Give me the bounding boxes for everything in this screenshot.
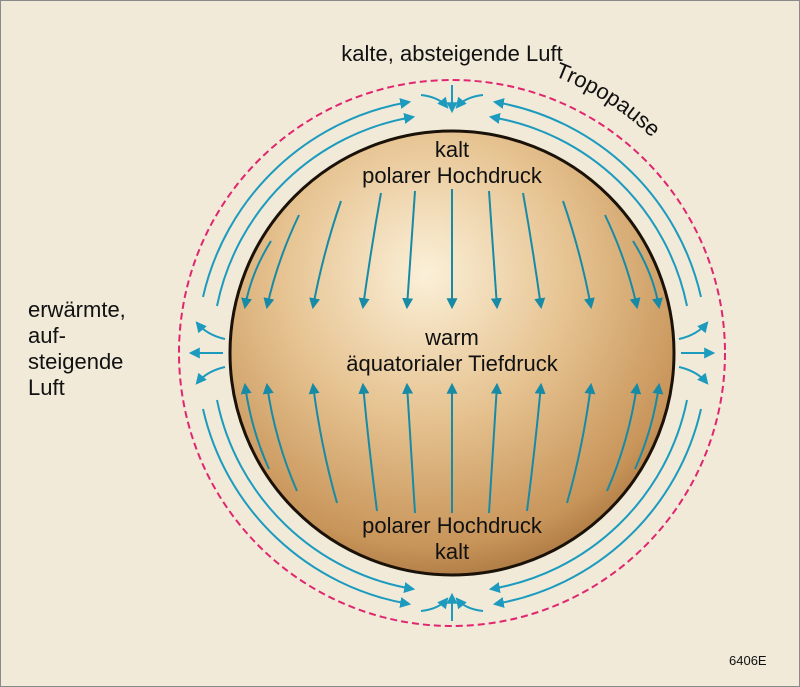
tropopause-circle: [178, 79, 726, 627]
surface-arrow-n-l5: [241, 240, 272, 310]
surface-arrow-n-r2: [522, 192, 546, 310]
south-temperature-label: kalt: [434, 539, 470, 564]
south-converge-right: [455, 597, 484, 612]
upper-arrow-l-n-outer: [202, 98, 412, 298]
left-label-line-1: erwärmte,: [28, 297, 126, 322]
surface-arrow-s-l2: [358, 382, 378, 512]
left-rising-down: [195, 366, 226, 385]
surface-arrow-n-r3: [562, 200, 595, 310]
left-label-line-4: Luft: [28, 375, 65, 400]
globe: [228, 129, 676, 577]
surface-arrow-n-l3: [309, 200, 342, 310]
rising-arrows: [188, 321, 716, 385]
right-rising-down: [678, 366, 709, 385]
south-converge-left: [420, 597, 449, 612]
upper-arrow-l-n-inner: [216, 113, 416, 307]
surface-arrow-n-r4: [604, 214, 641, 310]
upper-arrow-l-s-outer: [202, 408, 412, 608]
left-rising-up: [195, 321, 226, 340]
surface-arrow-s-r1: [488, 382, 502, 514]
right-rising-up: [678, 321, 709, 340]
surface-arrow-n-l4: [263, 214, 300, 310]
surface-arrow-n-r5: [632, 240, 663, 310]
upper-arrow-r-n-inner: [488, 113, 688, 307]
surface-arrows-north: [241, 189, 663, 310]
surface-arrow-n-l2: [358, 192, 382, 310]
figure-code: 6406E: [729, 653, 767, 668]
left-label-line-3: steigende: [28, 349, 124, 374]
upper-arrow-r-s-outer: [492, 408, 702, 608]
surface-arrow-s-l3: [308, 382, 338, 504]
north-temperature-label: kalt: [434, 137, 470, 162]
north-converge-left: [420, 94, 449, 109]
surface-arrow-s-r3: [566, 382, 596, 504]
upper-air-arrows: [202, 98, 702, 608]
surface-arrows-south: [240, 382, 664, 514]
surface-arrow-s-l1: [402, 382, 416, 514]
surface-arrow-n-l1: [402, 190, 416, 310]
surface-arrow-n-r1: [488, 190, 502, 310]
surface-arrow-s-r5: [634, 382, 664, 470]
left-label-line-2: auf-: [28, 323, 66, 348]
surface-arrow-s-r4: [606, 382, 642, 492]
upper-arrow-l-s-inner: [216, 399, 416, 593]
top-air-label: kalte, absteigende Luft: [341, 41, 563, 66]
equator-temperature-label: warm: [425, 325, 479, 350]
surface-arrow-s-r2: [526, 382, 546, 512]
north-converge-right: [455, 94, 484, 109]
surface-arrow-s-l4: [262, 382, 298, 492]
upper-arrow-r-n-outer: [492, 98, 702, 298]
surface-arrow-s-l5: [240, 382, 270, 470]
south-pressure-label: polarer Hochdruck: [362, 513, 542, 538]
descending-arrows: [420, 85, 484, 621]
equator-pressure-label: äquatorialer Tiefdruck: [346, 351, 558, 376]
north-pressure-label: polarer Hochdruck: [362, 163, 542, 188]
upper-arrow-r-s-inner: [488, 399, 688, 593]
